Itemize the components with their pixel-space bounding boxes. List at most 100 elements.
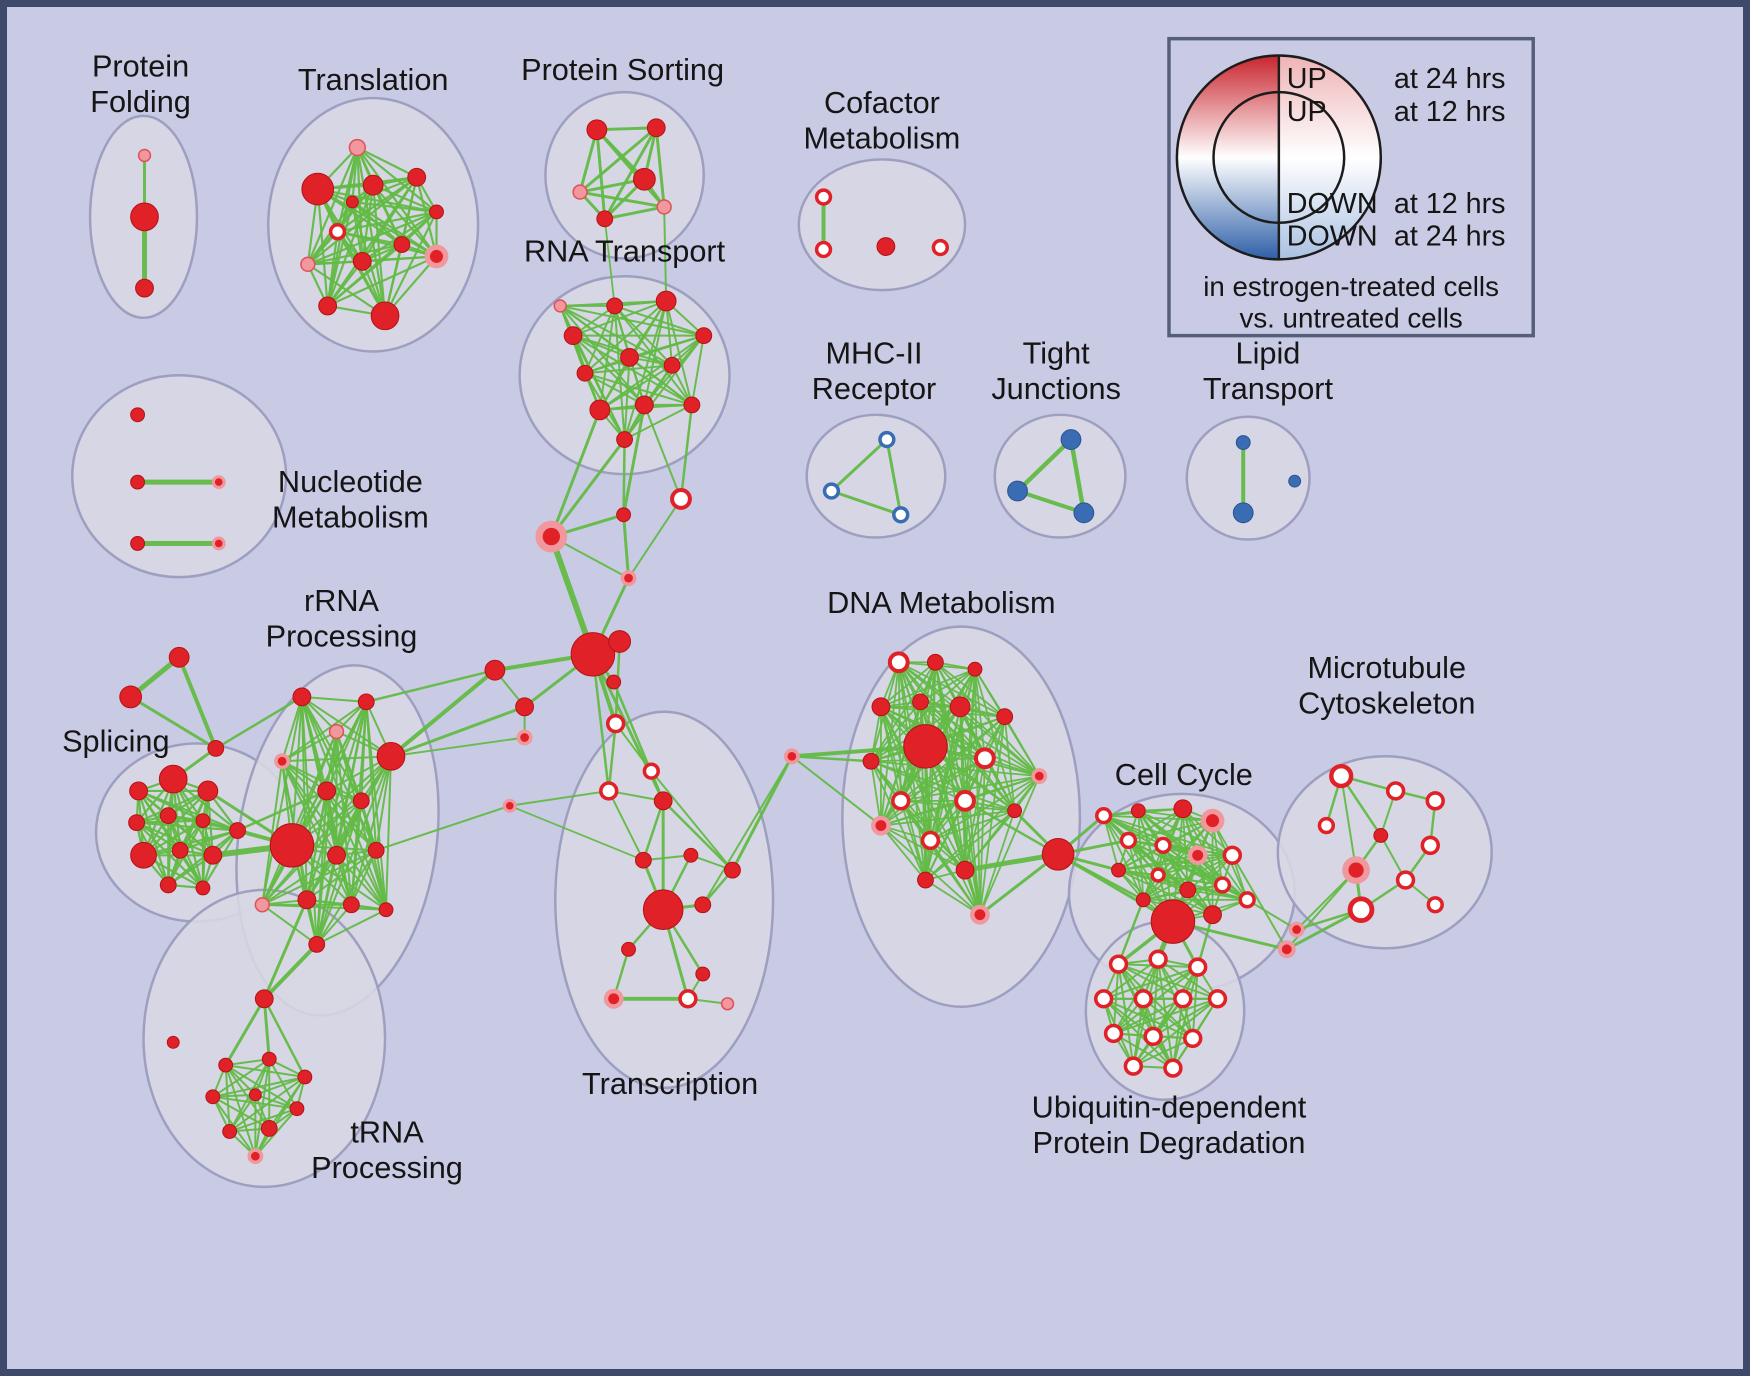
network-edge bbox=[924, 879, 981, 916]
cluster-lipid-transport bbox=[1185, 415, 1311, 541]
network-edge bbox=[559, 304, 705, 337]
network-edge bbox=[603, 205, 666, 221]
network-edge bbox=[614, 722, 653, 773]
node-cn1-core bbox=[542, 527, 561, 546]
node-lt1 bbox=[1235, 435, 1251, 450]
network-edge bbox=[261, 849, 378, 906]
network-edge bbox=[326, 210, 438, 308]
network-edge bbox=[661, 799, 734, 872]
legend: UP at 24 hrs UP at 12 hrs DOWN at 12 hrs… bbox=[1167, 36, 1535, 338]
cluster-label-microtubule-cytoskeleton-line1: Microtubule bbox=[1307, 650, 1466, 685]
node-cm1 bbox=[814, 188, 833, 206]
network-edge bbox=[870, 760, 1041, 777]
network-edge bbox=[261, 695, 303, 906]
node-cc5 bbox=[1119, 831, 1138, 850]
network-edge bbox=[924, 809, 1016, 881]
cluster-label-protein-folding-line2: Folding bbox=[90, 84, 191, 119]
network-edge bbox=[899, 775, 1041, 802]
network-edge bbox=[919, 700, 986, 760]
node-dm10 bbox=[862, 752, 880, 770]
network-edge bbox=[326, 200, 354, 308]
node-tn7 bbox=[248, 1088, 262, 1102]
node-mc6 bbox=[1420, 835, 1440, 856]
network-edge bbox=[351, 200, 438, 258]
network-edge bbox=[1246, 898, 1298, 931]
node-sp2 bbox=[158, 764, 188, 794]
node-pf2 bbox=[130, 202, 159, 232]
network-edge bbox=[963, 799, 1060, 856]
node-rr5 bbox=[376, 741, 406, 771]
network-edge bbox=[211, 1095, 271, 1130]
node-t7 bbox=[352, 251, 372, 271]
node-f2 bbox=[119, 685, 143, 709]
network-edge bbox=[929, 809, 1016, 842]
network-edge bbox=[167, 829, 239, 887]
network-edge bbox=[1295, 869, 1358, 931]
node-mc10-core bbox=[1292, 925, 1302, 934]
node-dm2 bbox=[926, 653, 944, 671]
node-cn8 bbox=[606, 674, 622, 690]
node-t3 bbox=[362, 174, 384, 196]
node-sp4 bbox=[128, 814, 146, 832]
network-edge bbox=[1157, 958, 1219, 1000]
cluster-label-translation: Translation bbox=[298, 62, 449, 97]
cluster-label-rna-transport: RNA Transport bbox=[524, 233, 726, 268]
network-edge bbox=[1340, 775, 1358, 872]
cluster-label-lipid-transport-line1: Lipid bbox=[1236, 335, 1301, 370]
network-edge bbox=[326, 176, 418, 308]
node-cn7-core bbox=[520, 733, 529, 742]
node-sp10 bbox=[159, 876, 177, 894]
node-nm1 bbox=[130, 407, 146, 423]
node-sp7 bbox=[130, 841, 157, 869]
node-rr14 bbox=[254, 897, 270, 913]
node-cc11 bbox=[1179, 881, 1197, 899]
network-edge bbox=[361, 184, 375, 263]
network-edge bbox=[351, 200, 403, 246]
legend-caption-line2: vs. untreated cells bbox=[1239, 303, 1462, 334]
node-tc4 bbox=[653, 791, 673, 811]
node-tc3 bbox=[599, 781, 619, 801]
network-edge bbox=[880, 661, 937, 708]
node-rr6 bbox=[317, 781, 337, 801]
cluster-label-cell-cycle: Cell Cycle bbox=[1115, 757, 1253, 792]
network-edge bbox=[583, 299, 668, 375]
node-nm5-core bbox=[214, 539, 223, 548]
network-edge bbox=[326, 260, 364, 308]
network-edge bbox=[375, 849, 388, 911]
network-edge bbox=[281, 760, 353, 906]
node-rr1 bbox=[292, 687, 312, 707]
node-ps5 bbox=[596, 210, 614, 228]
cluster-label-nucleotide-metabolism-line2: Metabolism bbox=[272, 500, 429, 535]
node-cc3 bbox=[1173, 799, 1193, 819]
network-edge bbox=[899, 799, 927, 881]
node-rt9 bbox=[634, 395, 654, 415]
node-cm4 bbox=[931, 238, 949, 257]
network-edge bbox=[790, 755, 882, 827]
node-ub4 bbox=[1093, 989, 1114, 1009]
network-edge bbox=[315, 849, 378, 946]
node-dm12 bbox=[891, 791, 911, 811]
network-edge bbox=[263, 997, 307, 1079]
node-rt4 bbox=[695, 327, 713, 345]
network-edge bbox=[603, 217, 616, 307]
network-edge bbox=[306, 176, 418, 266]
network-edge bbox=[919, 668, 976, 703]
network-edge bbox=[623, 403, 693, 441]
network-edge bbox=[228, 1093, 257, 1133]
edge-layer bbox=[128, 126, 1437, 1158]
network-edge bbox=[305, 849, 378, 901]
node-sp1 bbox=[129, 781, 148, 801]
network-edge bbox=[613, 304, 626, 441]
network-edge bbox=[578, 128, 599, 194]
node-cc14 bbox=[1150, 899, 1196, 944]
node-ub8 bbox=[1103, 1023, 1124, 1044]
node-bn1 bbox=[1041, 837, 1075, 871]
node-dm7 bbox=[996, 708, 1014, 726]
network-edge bbox=[789, 744, 928, 759]
node-cc15 bbox=[1203, 905, 1222, 925]
node-rt3 bbox=[655, 290, 677, 312]
network-edge bbox=[642, 799, 665, 862]
network-edge bbox=[880, 809, 1016, 827]
node-rr3 bbox=[328, 723, 345, 740]
